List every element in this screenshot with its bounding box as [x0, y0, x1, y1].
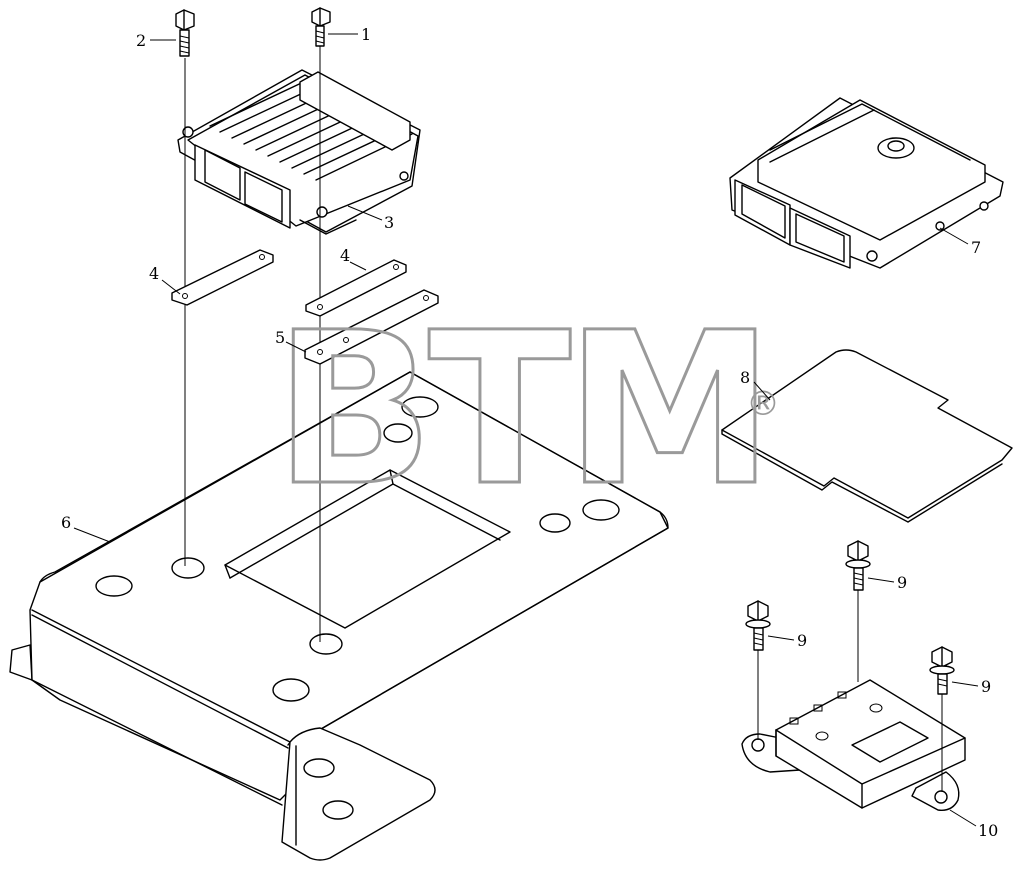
ecu-finned-controller [177, 69, 421, 235]
bolt-1 [311, 7, 331, 47]
watermark-text: BTM [274, 287, 768, 532]
bolt-9-right [929, 646, 955, 792]
callout-9-right: 9 [981, 677, 991, 696]
gasket-plate-8 [721, 349, 1013, 523]
bolt-2 [175, 9, 195, 57]
ecu-controller-7 [729, 97, 1004, 269]
callout-4-right: 4 [340, 246, 350, 265]
callout-2: 2 [136, 31, 146, 50]
callout-9-middle: 9 [897, 573, 907, 592]
callout-10: 10 [978, 821, 998, 840]
callout-1: 1 [361, 25, 371, 44]
bolt-9-left [745, 600, 771, 740]
callout-5: 5 [275, 328, 285, 347]
watermark-registered-mark: ® [746, 384, 780, 424]
callout-6: 6 [61, 513, 71, 532]
leader-lines [73, 33, 979, 827]
callout-4-left: 4 [149, 264, 159, 283]
bolt-9-middle [845, 540, 871, 682]
callout-8: 8 [740, 368, 750, 387]
callout-9-left: 9 [797, 631, 807, 650]
mounting-bracket [9, 371, 669, 861]
spacer-plate-5 [304, 289, 439, 365]
spacer-plate-4-right [305, 259, 407, 317]
watermark: BTM ® [273, 286, 781, 534]
module-10 [741, 679, 966, 811]
callout-7: 7 [971, 238, 981, 257]
callout-3: 3 [384, 213, 394, 232]
spacer-plate-4-left [171, 249, 274, 306]
callout-labels: 1 2 3 4 4 5 6 7 8 9 9 9 10 [61, 25, 998, 840]
